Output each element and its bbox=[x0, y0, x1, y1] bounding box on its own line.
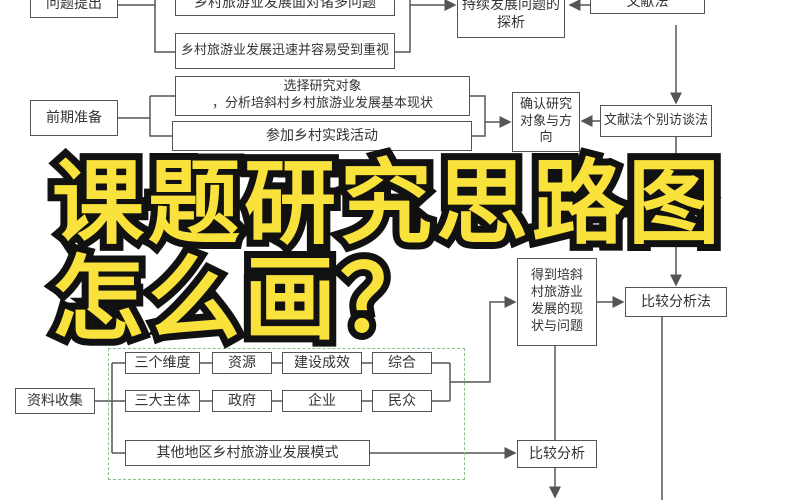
node-overall: 综合 bbox=[372, 352, 432, 374]
node-compare: 比较分析 bbox=[517, 440, 597, 468]
node-public: 民众 bbox=[372, 390, 432, 412]
node-compare-method: 比较分析法 bbox=[625, 287, 727, 317]
overlay-title-line1: 课题研究思路图 bbox=[45, 150, 727, 257]
node-build: 建设成效 bbox=[282, 352, 362, 374]
node-problem-raise: 问题提出 bbox=[30, 0, 118, 18]
node-issue-fast: 乡村旅游业发展迅速并容易受到重视 bbox=[175, 33, 395, 69]
node-sustain: 持续发展问题的探析 bbox=[457, 0, 565, 38]
node-practice: 参加乡村实践活动 bbox=[172, 121, 472, 151]
node-enterprise: 企业 bbox=[282, 390, 362, 412]
node-resource: 资源 bbox=[212, 352, 272, 374]
node-issue-many: 乡村旅游业发展面对诸多问题 bbox=[175, 0, 395, 16]
overlay-title-line2: 怎么画？ bbox=[45, 246, 439, 353]
node-confirm: 确认研究对象与方向 bbox=[512, 92, 580, 152]
node-three-subjects: 三大主体 bbox=[125, 390, 200, 412]
node-data-collection: 资料收集 bbox=[15, 388, 95, 414]
node-literature: 文献法 bbox=[590, 0, 705, 14]
node-select-object: 选择研究对象 ，分析培斜村乡村旅游业发展基本现状 bbox=[175, 76, 470, 116]
node-other-regions: 其他地区乡村旅游业发展模式 bbox=[125, 440, 370, 466]
node-prep: 前期准备 bbox=[30, 100, 118, 136]
node-status: 得到培斜村旅游业发展的现状与问题 bbox=[517, 258, 597, 346]
node-literature-interview: 文献法个别访谈法 bbox=[600, 105, 712, 137]
data-collection-region bbox=[108, 348, 465, 480]
node-three-dimensions: 三个维度 bbox=[125, 352, 200, 374]
node-government: 政府 bbox=[212, 390, 272, 412]
